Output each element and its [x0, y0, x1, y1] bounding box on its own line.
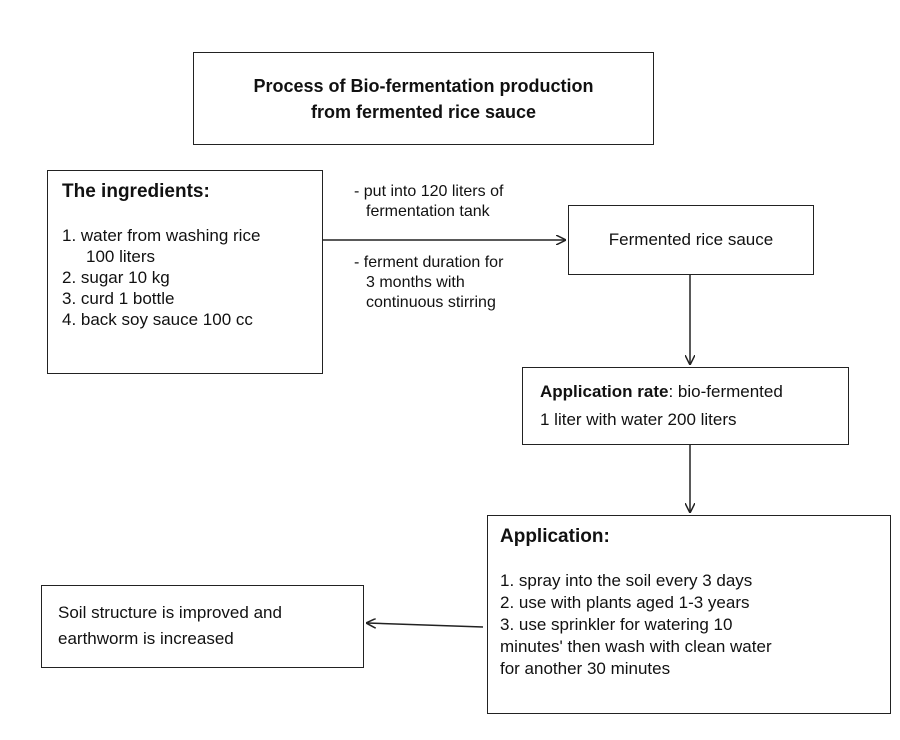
application-rate-value: : bio-fermented	[668, 382, 783, 401]
result-box: Soil structure is improved and earthworm…	[41, 585, 364, 668]
diagram-title-line1: Process of Bio-fermentation production	[253, 75, 594, 96]
diagram-title-line2: from fermented rice sauce	[310, 101, 537, 122]
application-box: Application: 1. spray into the soil ever…	[487, 515, 891, 714]
arrow-application-to-result	[367, 623, 484, 627]
application-rate-line2: 1 liter with water 200 liters	[540, 410, 737, 429]
ingredient-item: 2. sugar 10 kg	[62, 268, 170, 287]
ingredient-item: 4. back soy sauce 100 cc	[62, 310, 253, 329]
ingredients-heading: The ingredients:	[62, 181, 210, 202]
application-rate-box: Application rate: bio-fermented 1 liter …	[522, 367, 849, 445]
process-step-2-line2: 3 months with	[366, 274, 465, 291]
fermented-sauce-box: Fermented rice sauce	[568, 205, 814, 275]
application-item: 3. use sprinkler for watering 10	[500, 615, 733, 634]
ingredient-item: 100 liters	[86, 247, 155, 266]
application-item: for another 30 minutes	[500, 659, 671, 678]
ingredient-item: 1. water from washing rice	[62, 226, 261, 245]
process-step-1-line2: fermentation tank	[366, 203, 490, 220]
result-line2: earthworm is increased	[58, 629, 234, 648]
application-rate-line1: Application rate: bio-fermented	[540, 378, 834, 406]
application-item: 1. spray into the soil every 3 days	[500, 571, 753, 590]
application-item: 2. use with plants aged 1-3 years	[500, 593, 750, 612]
process-step-2: - ferment duration for 3 months with con…	[354, 253, 503, 313]
result-line1: Soil structure is improved and	[58, 603, 282, 622]
process-step-2-line1: - ferment duration for	[354, 254, 504, 271]
application-heading: Application:	[500, 526, 610, 547]
application-item: minutes' then wash with clean water	[500, 637, 772, 656]
ingredient-item: 3. curd 1 bottle	[62, 289, 175, 308]
process-step-1: - put into 120 liters of fermentation ta…	[354, 182, 503, 222]
diagram-title-box: Process of Bio-fermentation production f…	[193, 52, 654, 145]
ingredients-box: The ingredients: 1. water from washing r…	[47, 170, 323, 374]
process-step-1-line1: - put into 120 liters of	[354, 183, 504, 200]
fermented-sauce-label: Fermented rice sauce	[608, 230, 774, 249]
process-step-2-line3: continuous stirring	[366, 294, 496, 311]
application-rate-label: Application rate	[540, 382, 669, 401]
